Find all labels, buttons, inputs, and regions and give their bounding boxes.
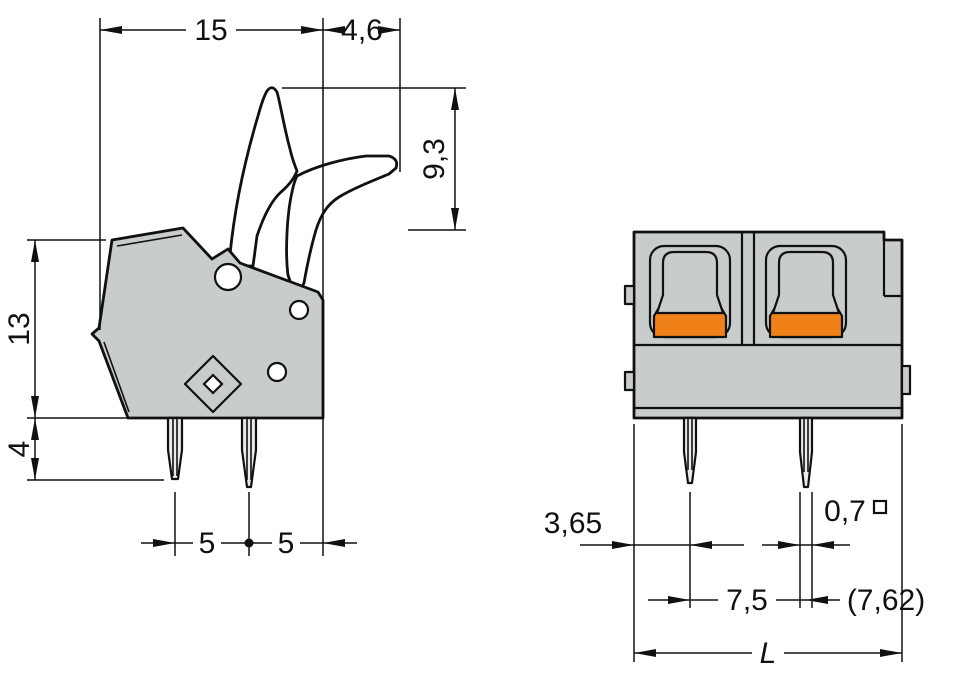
- front-view: 3,65 0,7 7,5 (7,62) L: [544, 230, 925, 670]
- dim-label-pitch-b: 5: [278, 527, 295, 560]
- solder-pin: [240, 416, 258, 489]
- lever-arm: [227, 86, 299, 268]
- dim-label-overall-length: L: [760, 637, 777, 670]
- side-view: 15 4,6 9,3 13 4: [3, 14, 466, 560]
- dim-label-overall-width: 15: [194, 14, 227, 47]
- dim-label-lever-projection: 4,6: [341, 14, 383, 47]
- dimension-lever-height: 9,3: [418, 88, 459, 230]
- side-tab: [623, 370, 636, 392]
- dim-label-pin-pitch-alt: (7,62): [847, 584, 925, 617]
- dimension-height: 13: [3, 240, 39, 418]
- dim-label-height: 13: [3, 312, 36, 345]
- solder-pin: [166, 416, 184, 481]
- dim-label-edge-to-first-pin: 3,65: [544, 507, 602, 540]
- lever-clamp-spring: [285, 154, 399, 301]
- side-tab: [623, 284, 636, 306]
- housing-hole: [288, 299, 310, 321]
- push-button: [771, 250, 841, 315]
- square-section-symbol: [872, 499, 888, 515]
- dimension-pin-cross-section: 0,7: [762, 495, 888, 549]
- dim-label-pin-pitch: 7,5: [726, 584, 768, 617]
- dim-label-pitch-a: 5: [199, 527, 216, 560]
- clamp-unit: [648, 244, 732, 339]
- dim-label-pin-length: 4: [3, 441, 36, 458]
- body-edge-line: [116, 234, 183, 247]
- side-tab: [900, 364, 912, 396]
- dimension-pin-length: 4: [3, 418, 39, 480]
- body-edge-line: [103, 341, 130, 413]
- keying-diamond-center: [202, 373, 224, 395]
- dimension-lever-projection: 4,6: [323, 14, 400, 47]
- dimension-pin-pitch: 7,5 (7,62): [648, 584, 925, 617]
- housing-hole: [266, 361, 288, 383]
- dimension-point-dot: [244, 538, 254, 548]
- dimension-edge-to-first-pin: 3,65: [544, 507, 744, 549]
- dimension-pin-pitch: 5 5: [141, 527, 357, 560]
- solder-pin: [682, 416, 698, 485]
- push-button: [655, 250, 725, 315]
- dim-label-pin-cross-section: 0,7: [824, 495, 866, 528]
- clamp-unit: [764, 244, 848, 339]
- clamp-hole: [213, 262, 243, 292]
- dimension-overall-width: 15: [100, 14, 323, 47]
- solder-pin: [798, 416, 814, 489]
- dim-label-lever-height: 9,3: [418, 138, 451, 180]
- dimension-overall-length: L: [634, 637, 902, 670]
